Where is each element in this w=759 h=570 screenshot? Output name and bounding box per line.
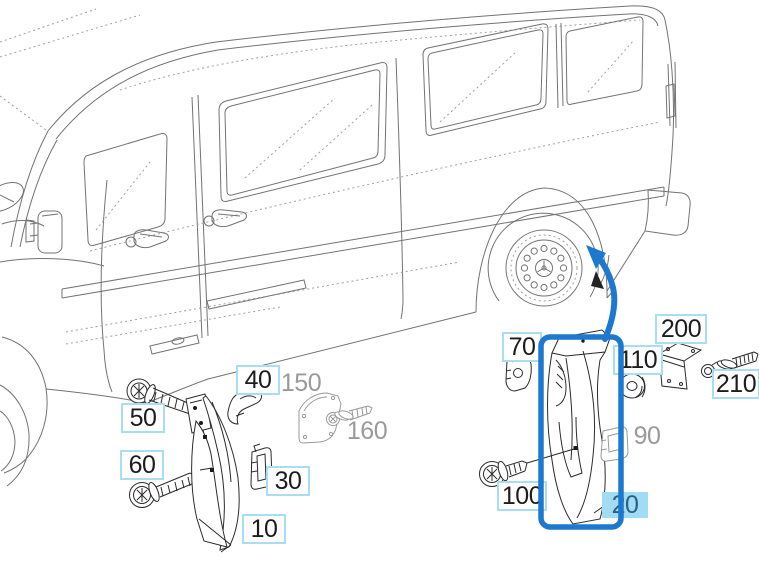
part-label-90[interactable]: 90 — [633, 422, 661, 450]
part-label-40[interactable]: 40 — [236, 365, 280, 395]
mercedes-star-icon — [537, 260, 551, 273]
part-label-50[interactable]: 50 — [121, 403, 165, 433]
part-10-drawing — [185, 393, 240, 553]
part-label-70[interactable]: 70 — [502, 332, 542, 362]
part-50-drawing — [126, 378, 205, 436]
part-label-150[interactable]: 150 — [280, 369, 322, 397]
part-label-160[interactable]: 160 — [346, 417, 388, 445]
part-label-20-selected[interactable]: 20 — [602, 492, 648, 518]
part-200-drawing — [657, 342, 703, 390]
part-210-drawing — [701, 351, 759, 378]
part-label-200[interactable]: 200 — [655, 314, 707, 344]
part-label-210[interactable]: 210 — [712, 369, 759, 399]
front-door-handle — [125, 229, 169, 249]
van-line-art — [0, 5, 691, 487]
part-label-100[interactable]: 100 — [497, 481, 547, 511]
part-label-110[interactable]: 110 — [613, 345, 663, 375]
part-label-30[interactable]: 30 — [266, 466, 310, 496]
part-150-drawing — [298, 392, 342, 444]
part-60-drawing — [129, 470, 212, 508]
part-label-60[interactable]: 60 — [120, 450, 164, 480]
side-mirror — [25, 210, 63, 254]
rear-wheel — [505, 229, 583, 307]
part-160-drawing — [326, 405, 373, 426]
sliding-door-handle — [203, 209, 247, 228]
part-label-10[interactable]: 10 — [242, 514, 286, 544]
